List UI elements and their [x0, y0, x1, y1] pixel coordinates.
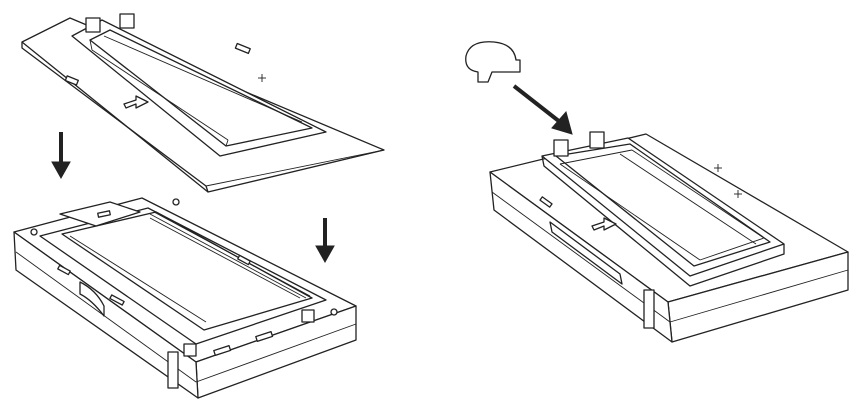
lid-tab — [119, 13, 135, 29]
frame-tab — [553, 139, 569, 157]
lid-slot — [234, 42, 251, 55]
base-tray-right — [489, 131, 849, 343]
tray-side-wall — [13, 231, 199, 399]
base-tray-left — [13, 197, 357, 399]
slide-direction-arrow-icon — [123, 95, 149, 109]
tray-frame-inner — [555, 143, 771, 267]
diagonal-arrow-icon — [512, 84, 573, 135]
frame-lid — [21, 13, 385, 193]
tray-card-area — [61, 211, 313, 331]
lid-slot — [64, 75, 79, 86]
down-arrow-icon — [51, 132, 71, 180]
slide-direction-arrow-icon — [591, 217, 617, 231]
lid-tab — [85, 17, 101, 33]
frame-tab — [589, 131, 605, 149]
cap-piece — [465, 41, 521, 83]
down-arrow-icon — [315, 218, 335, 264]
lid-window — [89, 29, 313, 147]
